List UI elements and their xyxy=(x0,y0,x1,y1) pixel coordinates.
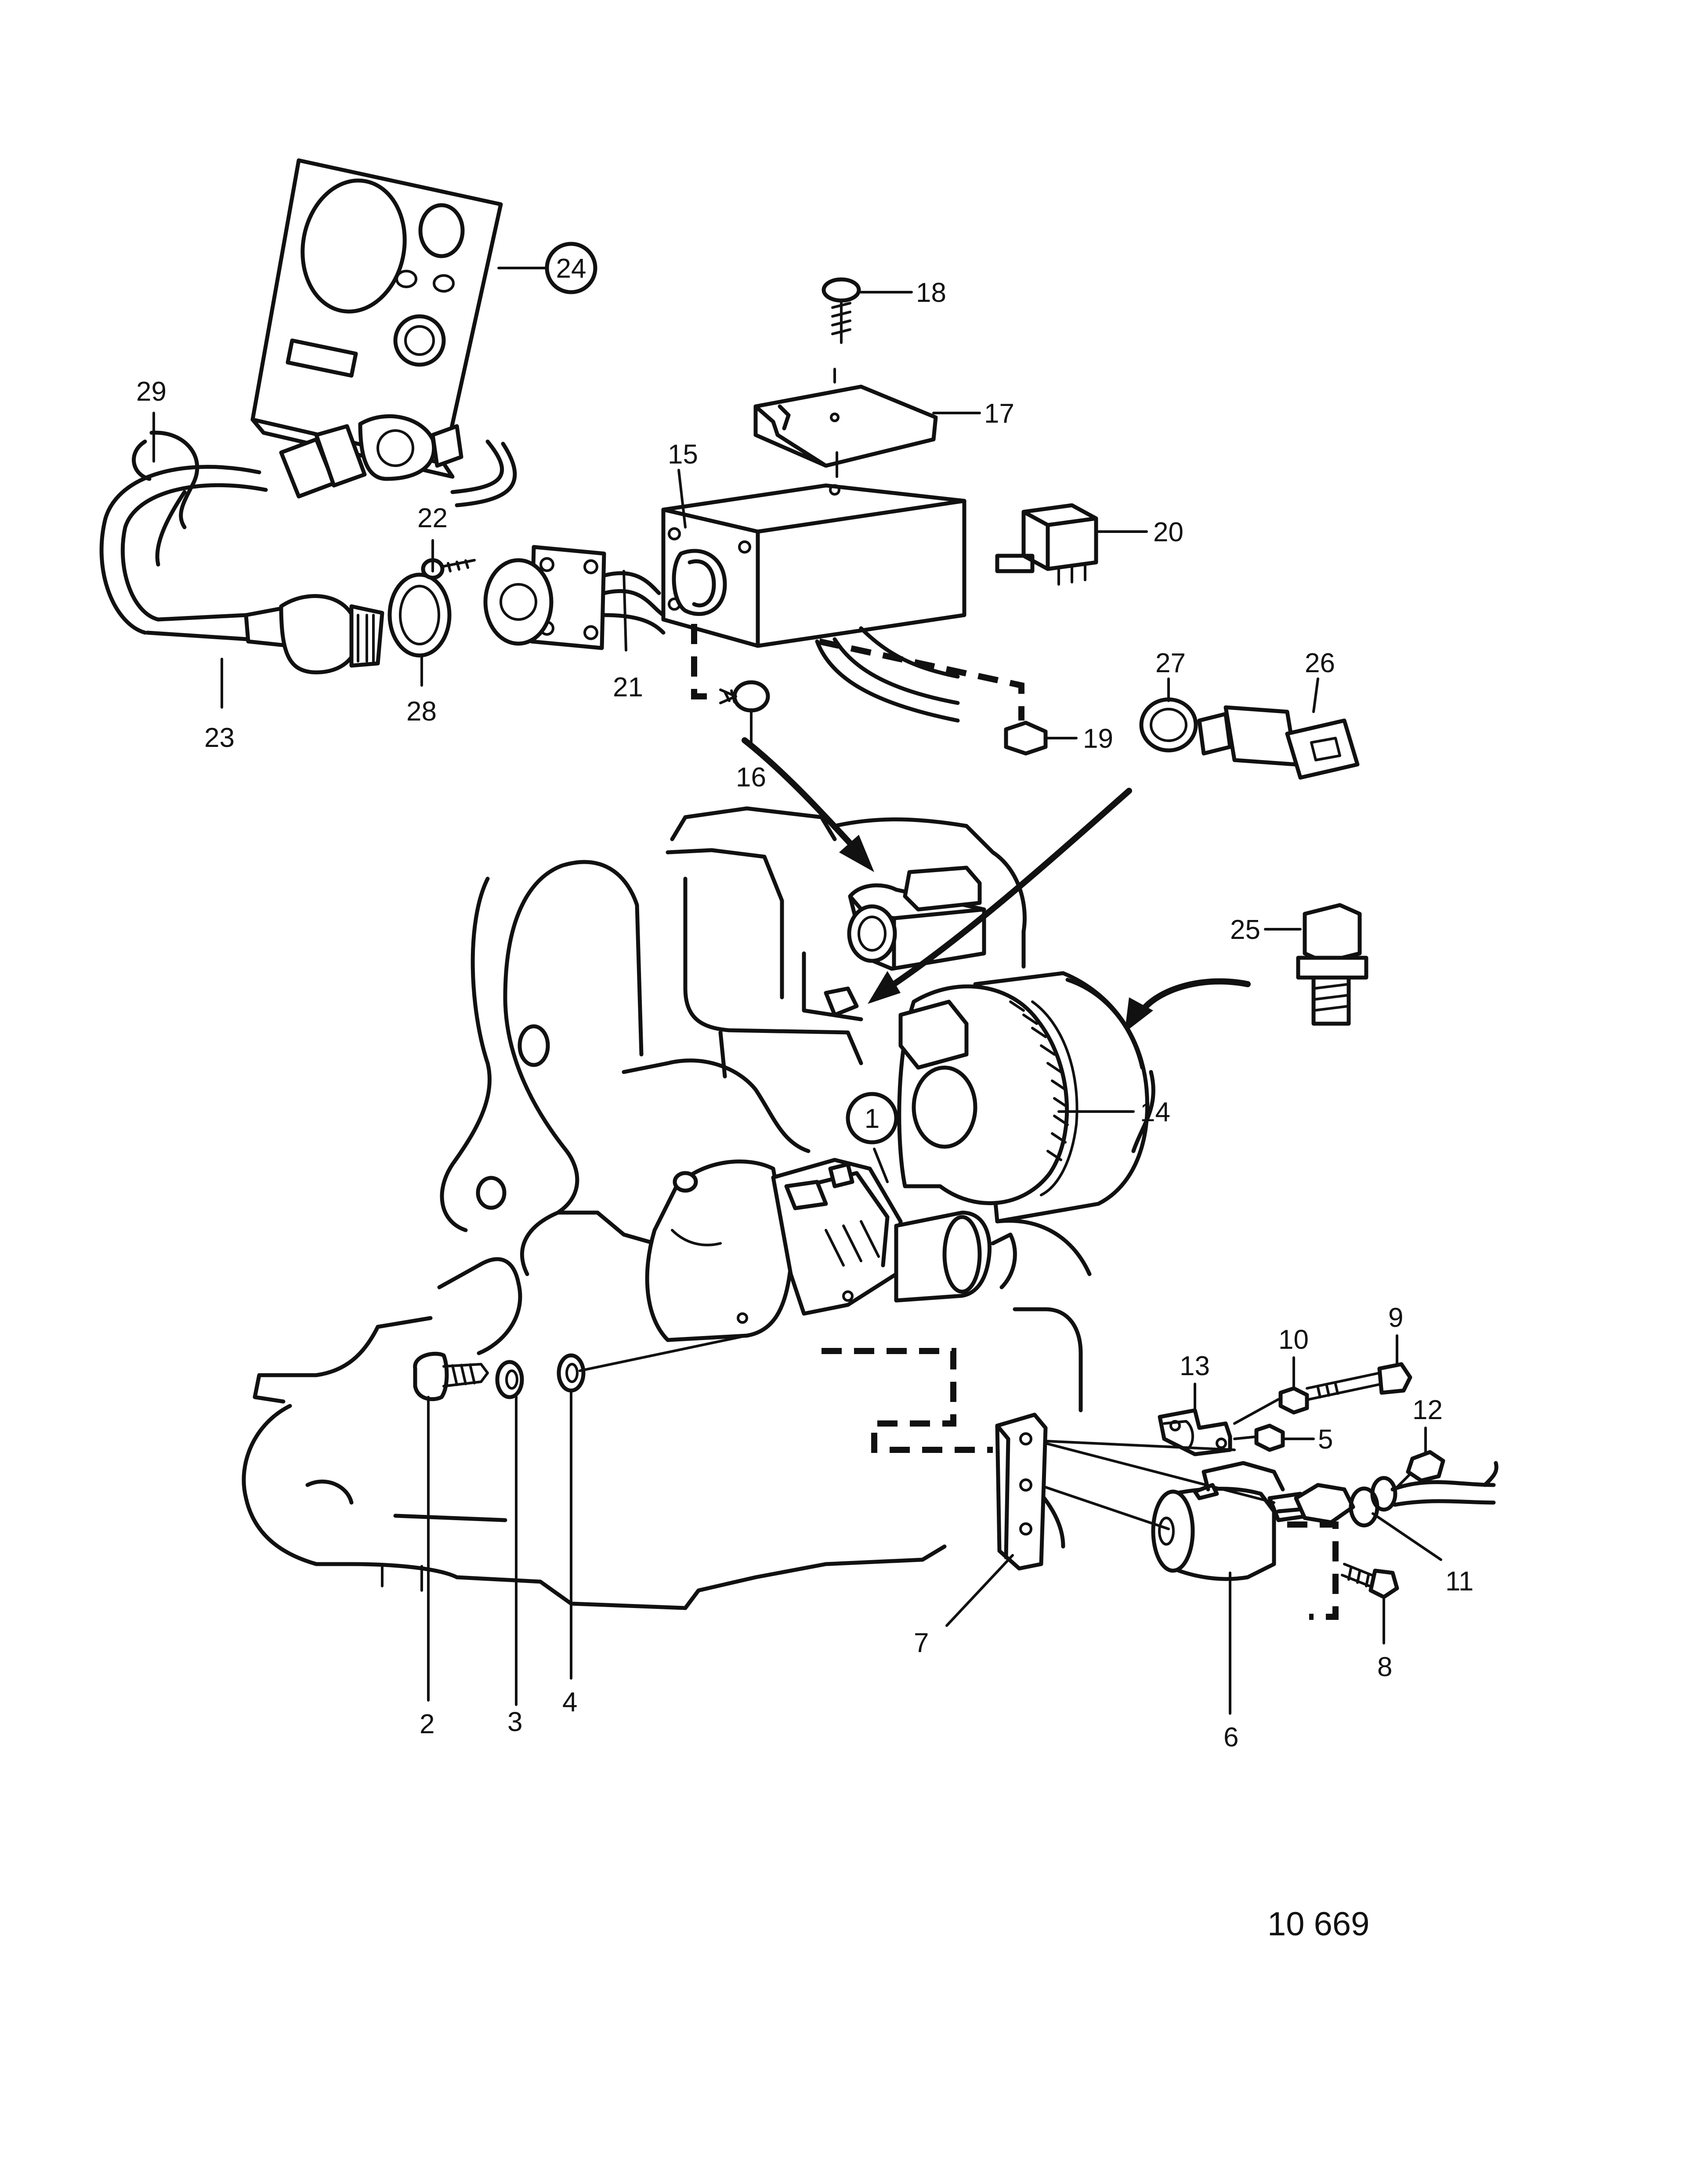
callout-25: 25 xyxy=(1230,915,1260,945)
nut-5 xyxy=(1254,1423,1285,1452)
solenoid xyxy=(1151,1461,1329,1581)
starter-motor xyxy=(645,1158,1017,1342)
sensor-26 xyxy=(1139,697,1360,780)
callout-27: 27 xyxy=(1155,648,1186,678)
callout-13: 13 xyxy=(1180,1351,1210,1381)
assembly-guide-line xyxy=(691,624,716,699)
callout-8: 8 xyxy=(1377,1652,1392,1682)
washer-4 xyxy=(557,1353,586,1393)
callout-15: 15 xyxy=(668,439,698,470)
wiring-harness-cable xyxy=(99,431,517,641)
callout-4: 4 xyxy=(562,1687,577,1717)
guide-line xyxy=(1044,1486,1170,1530)
harness-connector xyxy=(244,594,384,674)
callout-14: 14 xyxy=(1140,1097,1170,1127)
callout-9: 9 xyxy=(1388,1303,1403,1333)
callout-circle-1 xyxy=(846,1092,898,1145)
callout-6: 6 xyxy=(1223,1722,1238,1753)
alternator xyxy=(897,971,1155,1224)
relay xyxy=(995,503,1098,586)
callout-29: 29 xyxy=(136,377,166,407)
assembly-guide-line xyxy=(818,638,1024,721)
callout-12: 12 xyxy=(1412,1395,1443,1425)
callout-5: 5 xyxy=(1318,1424,1333,1455)
indicator-arrows xyxy=(742,737,1251,1032)
callout-circle-24 xyxy=(545,242,597,294)
screw-18 xyxy=(822,277,861,344)
cover-plate xyxy=(753,384,938,468)
guide-line xyxy=(833,368,838,478)
control-box xyxy=(661,483,966,723)
sensor-25 xyxy=(1296,903,1368,1026)
callout-18: 18 xyxy=(916,278,946,308)
callout-16: 16 xyxy=(736,762,766,793)
callout-24: 24 xyxy=(556,254,586,284)
callout-17: 17 xyxy=(984,398,1014,429)
callout-19: 19 xyxy=(1083,724,1113,754)
engine-fuel-filter-area xyxy=(802,866,986,1021)
callout-2: 2 xyxy=(420,1709,434,1739)
callout-3: 3 xyxy=(507,1707,522,1737)
nut-19 xyxy=(1004,721,1048,756)
flange-connector xyxy=(483,545,666,650)
callout-11: 11 xyxy=(1445,1566,1473,1597)
terminal-cable xyxy=(1294,1450,1498,1528)
guide-line xyxy=(1233,1435,1258,1440)
clamp-13 xyxy=(1158,1408,1232,1456)
guide-line xyxy=(1044,1440,1236,1451)
callout-10: 10 xyxy=(1278,1325,1309,1355)
washer-3-inner xyxy=(505,1369,518,1390)
callout-labels: 24 1 18 17 20 15 22 29 28 23 21 16 19 27… xyxy=(136,242,1473,1943)
bolt-9 xyxy=(1306,1362,1412,1401)
callout-26: 26 xyxy=(1305,648,1335,678)
callout-28: 28 xyxy=(406,696,437,727)
callout-20: 20 xyxy=(1153,517,1184,547)
screw-22 xyxy=(421,558,476,580)
assembly-guide-line xyxy=(822,1348,993,1453)
bracket xyxy=(995,1413,1048,1571)
engine-outline xyxy=(242,806,1092,1610)
guide-line xyxy=(1044,1442,1275,1504)
guide-line xyxy=(1233,1398,1280,1425)
callout-21: 21 xyxy=(613,672,643,703)
bolt-8 xyxy=(1341,1563,1399,1599)
bolt-16 xyxy=(719,680,770,713)
screw-2 xyxy=(413,1351,489,1402)
guide-line xyxy=(579,1334,748,1372)
panel-side-connectors xyxy=(279,414,463,499)
callout-22: 22 xyxy=(417,503,448,533)
callout-7: 7 xyxy=(914,1628,929,1658)
drawing-reference-number: 10 669 xyxy=(1267,1905,1369,1943)
o-ring xyxy=(387,572,452,658)
washer-3 xyxy=(495,1360,524,1399)
o-ring-inner xyxy=(399,585,440,645)
leader-lines xyxy=(152,267,1442,1715)
nut-10 xyxy=(1278,1386,1309,1415)
washer-4-inner xyxy=(565,1363,579,1383)
callout-23: 23 xyxy=(204,723,235,753)
callout-1: 1 xyxy=(865,1104,880,1134)
assembly-guide-line xyxy=(1287,1521,1339,1620)
